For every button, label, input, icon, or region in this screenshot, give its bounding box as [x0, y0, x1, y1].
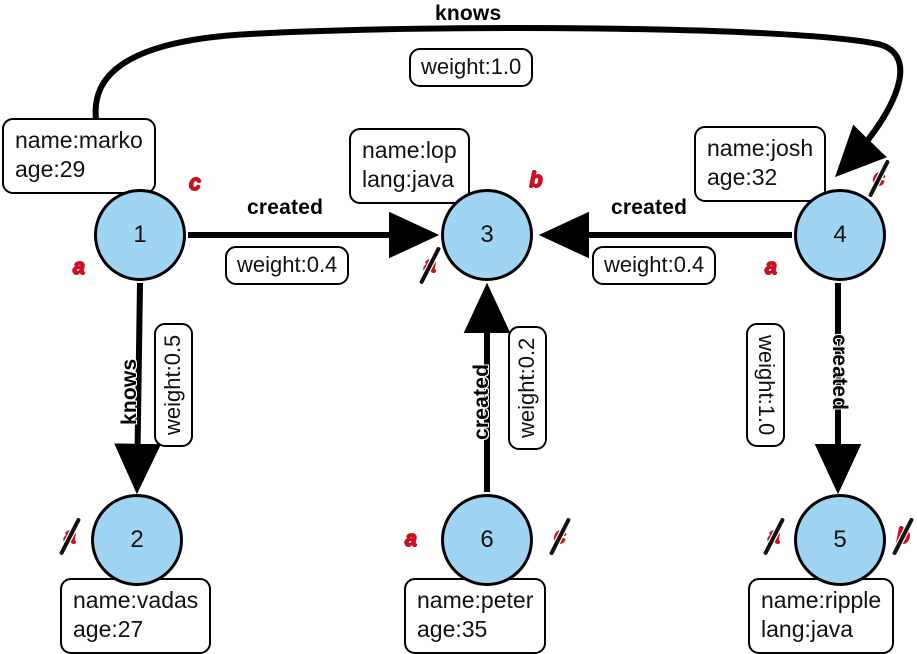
property-line: age:32 — [707, 164, 778, 191]
property-box-node-6: name:peter age:35 — [404, 578, 547, 654]
marker-a-struck-node-3: a — [417, 246, 443, 285]
edge-weight-knows-1-2: weight:0.5 — [154, 322, 193, 447]
marker-letter: a — [404, 526, 418, 551]
edge-line-knows-1-4 — [92, 25, 904, 180]
marker-a-struck-node-2: a — [57, 517, 83, 556]
edge-label-created-4-5: created — [828, 334, 851, 411]
edge-weight-created-4-3: weight:0.4 — [592, 246, 717, 285]
edge-weight-created-4-5: weight:1.0 — [746, 323, 785, 448]
property-line: lang:java — [362, 166, 455, 193]
graph-node-5[interactable]: 5 — [794, 494, 886, 586]
property-box-node-4: name:josh age:32 — [694, 126, 827, 202]
edge-weight-knows-1-4: weight:1.0 — [409, 48, 534, 87]
marker-letter: a — [764, 254, 778, 279]
property-line: age:35 — [417, 616, 488, 643]
property-box-node-2: name:vadas age:27 — [60, 578, 212, 654]
marker-b-struck-node-5: b — [890, 517, 916, 556]
graph-node-6[interactable]: 6 — [441, 494, 533, 586]
edge-weight-created-6-3: weight:0.2 — [508, 325, 547, 450]
graph-node-1[interactable]: 1 — [94, 189, 186, 281]
property-line: name:josh — [707, 135, 814, 161]
property-line: name:lop — [362, 137, 457, 163]
graph-node-2[interactable]: 2 — [91, 494, 183, 586]
property-line: age:27 — [73, 616, 144, 643]
edge-line-knows-1-2 — [114, 282, 162, 495]
marker-letter: b — [529, 167, 543, 192]
property-box-node-3: name:lop lang:java — [349, 128, 470, 204]
edge-label-created-1-3: created — [247, 196, 324, 219]
property-line: name:marko — [15, 127, 143, 153]
marker-a-node-6: a — [398, 524, 424, 554]
marker-c-node-1: c — [182, 168, 208, 198]
property-line: lang:java — [761, 616, 854, 643]
edge-label-knows-1-2: knows — [118, 358, 141, 425]
marker-letter: c — [188, 170, 202, 195]
graph-node-4[interactable]: 4 — [794, 189, 886, 281]
property-line: name:peter — [417, 587, 534, 613]
edge-weight-created-1-3: weight:0.4 — [225, 246, 350, 285]
marker-c-struck-node-4: c — [866, 159, 892, 198]
property-line: name:ripple — [761, 587, 882, 613]
edge-label-knows-1-4: knows — [435, 2, 502, 25]
marker-a-struck-node-5: a — [761, 517, 787, 556]
marker-b-node-3: b — [523, 165, 549, 195]
property-line: name:vadas — [73, 587, 199, 613]
edge-label-created-4-3: created — [611, 196, 688, 219]
marker-a-node-4: a — [758, 252, 784, 282]
graph-node-3[interactable]: 3 — [441, 189, 533, 281]
property-box-node-1: name:marko age:29 — [2, 118, 156, 194]
marker-a-node-1: a — [66, 252, 92, 282]
marker-letter: a — [72, 254, 86, 279]
edge-label-created-6-3: created — [470, 363, 493, 440]
marker-c-struck-node-6: c — [547, 517, 573, 556]
property-box-node-5: name:ripple lang:java — [748, 578, 895, 654]
property-line: age:29 — [15, 156, 86, 183]
